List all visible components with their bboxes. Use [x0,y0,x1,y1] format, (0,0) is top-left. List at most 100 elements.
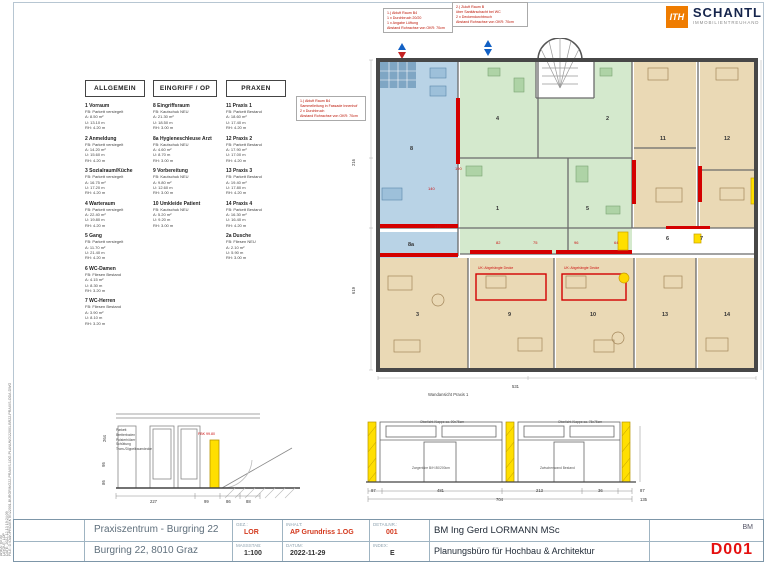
plan-new-walls-red [378,98,710,301]
room-number: 2 [606,116,610,122]
dimension-chain [115,493,261,499]
section-dim: 36 [598,488,603,493]
legend-item-label: 10 Umkleide Patient [153,200,201,207]
legend-item-label: 2 Anmeldung [85,135,117,142]
legend-title: PRAXEN [226,80,286,97]
dimension-chain [367,426,641,502]
section-elevation-left [115,413,300,499]
floor-plan [369,38,762,380]
bm-label: BM [742,524,754,531]
air-arrow-icons [398,40,492,59]
room-number: 14 [724,312,731,318]
oberlicht-label: Oberlicht-Klappe ca. 75x75cm [558,420,603,424]
section-dim: 87 [640,488,645,493]
legend-item-label: 3 Sozialraum/Küche [85,168,133,175]
room-number: 7 [700,236,704,242]
legend-item-details: FB: Fliesen NEU A: 2.10 m² U: 5.90 m RH:… [226,239,256,261]
section-dim: 481 [437,488,444,493]
legend-item-details: FB: Parkett versiegelt A: 14.20 m² U: 15… [85,141,124,163]
section-dim: 86 [226,499,231,504]
legend-item-details: FB: Parkett versiegelt A: 22.40 m² U: 19… [85,206,124,228]
datum-value: 2022-11-29 [290,550,326,557]
wall-view-linework [379,421,621,483]
legend-item-label: 4 Warteraum [85,200,116,207]
room-number: 11 [660,136,666,142]
company-logo: ITH SCHANTL IMMOBILIENTREUHAND [665,5,762,28]
legend-item-details: FB: Kautschuk NEU A: 9.80 m² U: 12.60 m … [153,174,189,196]
note-abluft-2: 1.) Abluft Raum B4 Sammelleitung in Fass… [296,96,366,122]
red-dim: 75 [533,240,538,245]
zwischenwand-label: Zwischenwand Bestand [540,466,575,470]
dim-bottom: 531 [512,384,519,389]
plan-outer-wall [376,58,758,372]
section-dim: 88 [246,499,251,504]
red-dim: 140 [428,186,435,191]
floor-buildup-label: Parkett Bretterboden Polsterhölzer Schüt… [116,428,152,452]
detailnr-label: DETAILNR.: [373,522,398,527]
room-number: 3 [416,312,420,318]
section-dim: 135 [640,497,647,502]
room-number: 4 [496,116,500,122]
plotstamp-file: FILE: D:\OAK\PROJEKTE\22001-BURGRING22-P… [8,382,12,556]
legend-item-details: FB: Kautschuk NEU A: 4.60 m² U: 8.70 m R… [153,141,189,163]
legend-item-details: FB: Parkett Bestand A: 16.30 m² U: 16.40… [226,206,262,228]
legend-item-details: FB: Parkett Bestand A: 19.40 m² U: 17.80… [226,174,262,196]
inhalt-label: INHALT: [286,522,303,527]
legend-item-details: FB: Fliesen Bestand A: 4.15 m² U: 8.30 m… [85,271,122,293]
plan-room-fills [378,60,756,370]
ith-logo-icon: ITH [665,6,688,28]
yellow-highlight-element [209,439,220,489]
legend-item-label: 9 Vorbereitung [153,168,188,175]
plan-yellow-elements [617,177,757,284]
firm-subtitle: Planungsbüro für Hochbau & Architektur [434,546,595,556]
section-dim-vertical: 264 [102,435,107,442]
legend-title: EINGRIFF / OP [153,80,217,97]
dim-left-upper: 216 [351,159,356,166]
legend-item-label: 11 Praxis 1 [226,103,252,109]
room-number: 13 [662,312,669,318]
legend-item-label: 6 WC-Damen [85,265,116,272]
gez-label: GEZ.: [236,522,248,527]
titleblock-divider [369,520,370,561]
legend-item-details: FB: Kautschuk NEU A: 5.20 m² U: 9.20 m R… [153,206,189,228]
legend-item-label: 12 Praxis 2 [226,135,253,142]
section-dim: 99 [204,499,209,504]
red-dim: 190 [455,166,462,171]
logo-brand: SCHANTL [692,5,762,20]
section-dim: 97 [371,488,376,493]
plan-furniture [380,62,745,353]
legend-item-details: FB: Parkett versiegelt A: 8.50 m² U: 13.… [85,109,124,131]
section-dim: 213 [536,488,543,493]
yellow-hatched-columns [367,421,631,483]
index-value: E [390,550,395,557]
legend-item-label: 13 Praxis 3 [226,168,253,175]
massstab-label: MASSSTAB: [236,543,262,548]
room-number: 1 [496,206,500,212]
red-dim: 96 [574,240,579,245]
titleblock-divider [649,520,650,561]
legend-item-label: 5 Gang [85,233,102,240]
logo-tagline: IMMOBILIENTREUHAND [692,20,760,26]
legend-item-label: 1 Vorraum [85,103,110,109]
room-number: 8a [408,242,415,248]
legend-item-details: FB: Kautschuk NEU A: 21.30 m² U: 18.50 m… [153,109,189,131]
red-dim: 82 [496,240,501,245]
room-number: 10 [590,312,597,318]
legend-item-label: 7 WC-Herren [85,298,116,305]
note-zuluft: 2.) Zuluft Raum B über Sanitärschacht be… [452,2,528,28]
legend-item-label: 2a Dusche [226,233,252,240]
titleblock-divider [429,520,430,561]
